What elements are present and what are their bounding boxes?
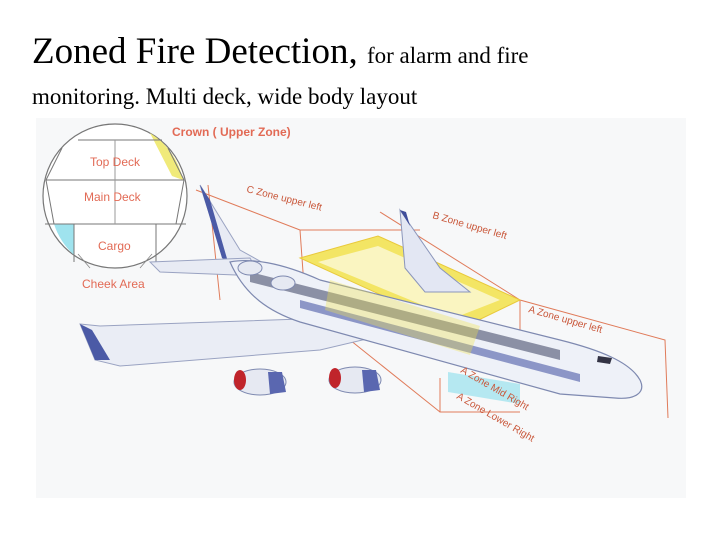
left-wingtip [80,324,110,360]
aircraft [79,184,643,399]
right-engines [237,260,296,291]
cheek-zone-fill [54,224,74,255]
title-main: Zoned Fire Detection, [32,31,358,72]
label-main-deck: Main Deck [84,190,142,204]
crown-zone-fill [150,133,183,180]
cheek-leader-left [77,253,91,269]
cockpit-window [597,356,612,364]
cabin-interior [250,272,560,360]
label-cheek-area: Cheek Area [82,277,145,291]
cheek-leader-right [139,253,153,269]
zone-highlight-beam [325,280,480,355]
lower-zone-fill [448,372,520,404]
fin-tip [400,210,410,226]
cabin-walls [45,147,185,225]
fuselage-cross-section: Top Deck Main Deck Cargo Cheek Area Crow… [42,123,291,291]
page-subtitle: monitoring. Multi deck, wide body layout [32,84,418,109]
right-wingtip [200,185,228,262]
title-suffix: for alarm and fire [366,43,529,68]
vertical-fin [399,208,472,293]
crown-zone-inner [318,246,500,318]
left-outer-engine [233,368,287,396]
cargo-walls [73,224,157,262]
label-crown: Crown ( Upper Zone) [172,125,291,139]
label-top-deck: Top Deck [90,155,141,169]
label-cargo: Cargo [98,239,131,253]
left-wing [79,317,406,367]
page-title: Zoned Fire Detection, for alarm and fire [32,30,529,73]
a-zone-outline [379,211,669,419]
left-inner-engine [328,366,382,394]
lower-deck-stripe [300,300,580,382]
